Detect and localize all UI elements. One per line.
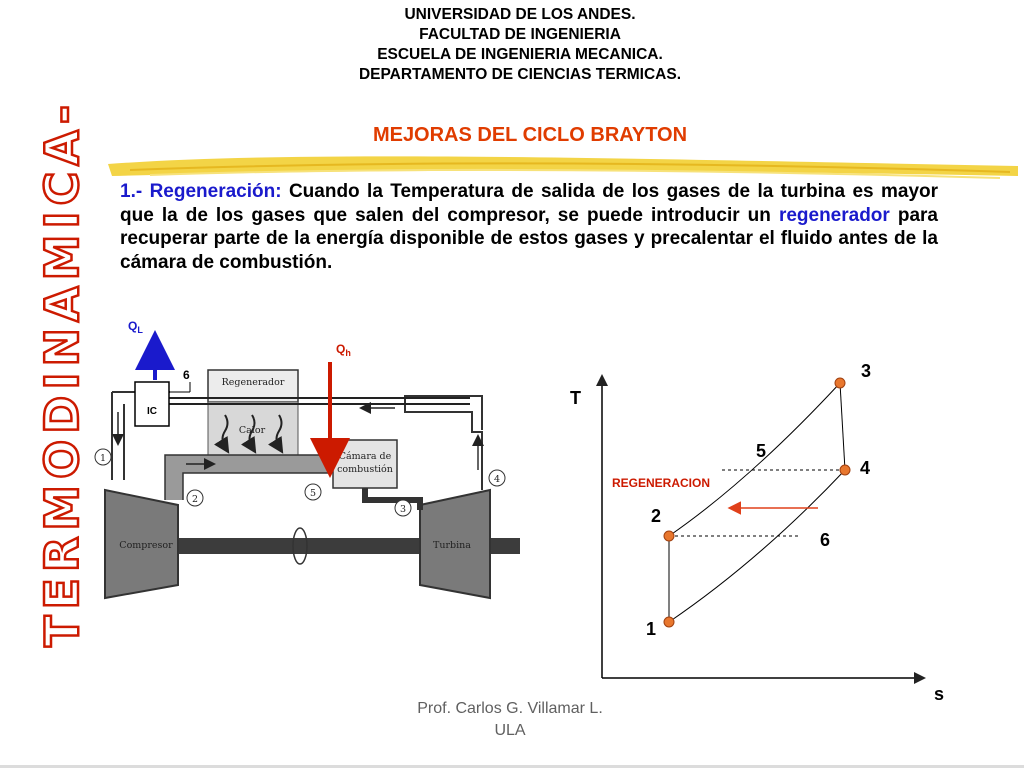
turbine-label: Turbina: [433, 540, 471, 551]
process-2-3: [668, 382, 841, 537]
s-axis-label: s: [934, 684, 944, 704]
compressor-label: Compresor: [119, 540, 173, 551]
schematic-state-5: 5: [310, 488, 316, 499]
regeneration-label: REGENERACION: [612, 476, 710, 490]
footer-institution: ULA: [494, 722, 526, 739]
footer-author: Prof. Carlos G. Villamar L.: [417, 700, 603, 717]
title-underline-stroke: [108, 156, 1018, 179]
turbine: [419, 488, 491, 600]
qh-label: Qh: [336, 342, 351, 358]
ic-label: IC: [147, 406, 157, 417]
ts-label-6: 6: [820, 530, 830, 550]
process-3-4: [839, 382, 846, 471]
regenerative-cycle-schematic: 1 2 5 3 4 Regenerador Calor Cámara de co…: [94, 319, 520, 600]
compressor: [104, 488, 179, 600]
header-line-school: ESCUELA DE INGENIERIA MECANICA.: [377, 46, 663, 63]
ts-label-2: 2: [651, 506, 661, 526]
heat-label: Calor: [239, 425, 266, 436]
header-line-university: UNIVERSIDAD DE LOS ANDES.: [404, 6, 636, 23]
ts-point-1: [663, 616, 675, 628]
ts-point-3: [834, 377, 846, 389]
body-text-part-1: Cuando la Temperatura de salida de los g…: [120, 181, 939, 226]
highlight-term: regenerador: [778, 204, 890, 226]
institution-header: UNIVERSIDAD DE LOS ANDES. FACULTAD DE IN…: [240, 5, 800, 85]
ts-diagram: T s REGENERACION 1 2 3 4 5 6: [570, 361, 944, 704]
regenerator-label: Regenerador: [222, 377, 285, 388]
t-axis-label: T: [570, 388, 581, 408]
body-paragraph: 1.- Regeneración: Cuando la Temperatura …: [120, 180, 938, 274]
item-heading: Regeneración:: [149, 181, 282, 202]
combustion-chamber-label-1: Cámara de: [339, 451, 392, 462]
process-4-1: [668, 469, 846, 623]
schematic-state-4: 4: [494, 474, 500, 485]
ic-box: [134, 381, 170, 427]
ts-point-4: [839, 464, 851, 476]
footer: Prof. Carlos G. Villamar L. ULA: [360, 698, 660, 742]
bottom-rule: [0, 765, 1024, 768]
header-line-faculty: FACULTAD DE INGENIERIA: [419, 26, 621, 43]
ql-label: QL: [128, 319, 143, 335]
item-number: 1.-: [120, 181, 150, 202]
ts-point-2: [663, 530, 675, 542]
header-line-department: DEPARTAMENTO DE CIENCIAS TERMICAS.: [358, 66, 682, 83]
rotation-symbol: [292, 527, 308, 565]
schematic-state-1: 1: [100, 453, 106, 464]
schematic-state-3: 3: [400, 504, 406, 515]
slide-title: MEJORAS DEL CICLO BRAYTON: [372, 124, 688, 146]
ts-label-4: 4: [860, 458, 870, 478]
combustion-chamber-label-2: combustión: [337, 464, 393, 475]
body-text-part-2: para recuperar parte de la energía dispo…: [120, 204, 938, 273]
ts-label-3: 3: [861, 361, 871, 381]
ts-label-1: 1: [646, 619, 656, 639]
schematic-state-2: 2: [192, 494, 198, 505]
stream-6-label: 6: [183, 368, 190, 382]
ts-label-5: 5: [756, 441, 766, 461]
